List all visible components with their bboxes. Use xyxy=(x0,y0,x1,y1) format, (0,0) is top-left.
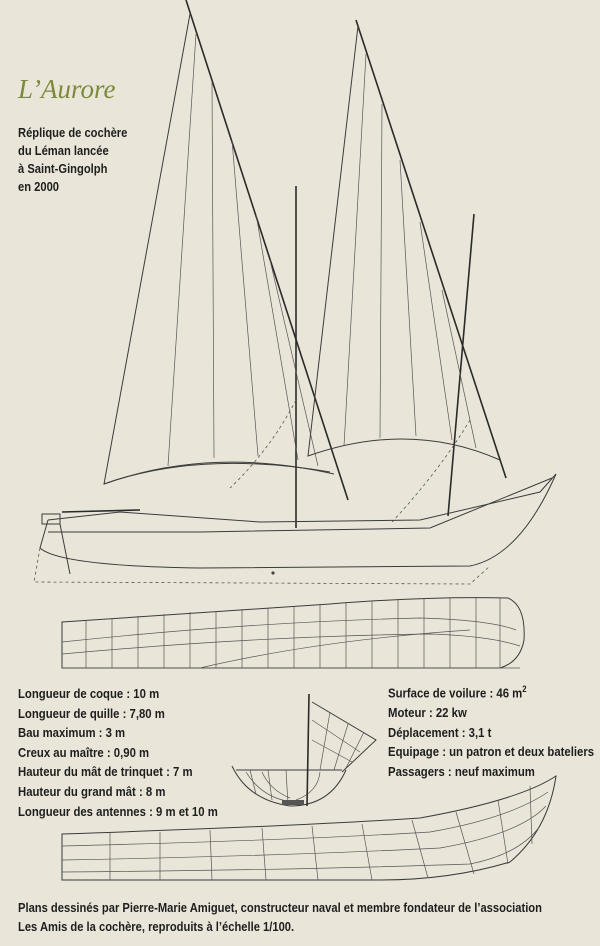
subtitle-line: en 2000 xyxy=(18,179,60,194)
spec-engine: Moteur : 22 kw xyxy=(388,704,467,720)
hull-lines-profile xyxy=(61,597,525,669)
subtitle-line: à Saint-Gingolph xyxy=(18,161,108,176)
spec-foremast-height: Hauteur du mât de trinquet : 7 m xyxy=(18,764,193,780)
spec-antenna-length: Longueur des antennes : 9 m et 10 m xyxy=(18,803,218,819)
subtitle: Réplique de cochère du Léman lancée à Sa… xyxy=(18,124,181,196)
spec-keel-length: Longueur de quille : 7,80 m xyxy=(18,705,165,721)
spec-mainmast-height: Hauteur du grand mât : 8 m xyxy=(18,783,166,799)
spec-crew: Equipage : un patron et deux bateliers xyxy=(388,744,595,760)
hull-sheer xyxy=(47,473,557,523)
credits: Plans dessinés par Pierre-Marie Amiguet,… xyxy=(18,898,542,936)
specs-right: Surface de voilure : 46 m2 Moteur : 22 k… xyxy=(388,680,594,781)
spec-hull-length: Longueur de coque : 10 m xyxy=(18,686,160,701)
subtitle-line: du Léman lancée xyxy=(18,143,109,158)
spec-displacement: Déplacement : 3,1 t xyxy=(388,724,492,740)
credits-line: Les Amis de la cochère, reproduits à l’é… xyxy=(18,919,295,934)
spec-sail-area-label: Surface de voilure : 46 m xyxy=(388,685,523,701)
spec-passengers: Passagers : neuf maximum xyxy=(388,763,535,779)
mainmast xyxy=(447,213,475,517)
main-sail xyxy=(307,25,501,461)
hull-bottom xyxy=(39,473,557,569)
credits-line: Plans dessinés par Pierre-Marie Amiguet,… xyxy=(18,900,542,915)
hull-cross-section xyxy=(231,693,377,807)
main-antenna xyxy=(355,19,507,479)
hull-lines-plan xyxy=(61,774,557,881)
spec-sail-area: Surface de voilure : 46 m2 xyxy=(388,680,594,703)
front-antenna xyxy=(185,0,349,501)
specs-left: Longueur de coque : 10 m Longueur de qui… xyxy=(18,684,218,821)
spec-sail-area-sup: 2 xyxy=(522,684,527,694)
subtitle-line: Réplique de cochère xyxy=(18,125,128,140)
page-title: L’Aurore xyxy=(18,74,116,104)
sail-plan-elevation xyxy=(33,0,557,585)
spec-depth: Creux au maître : 0,90 m xyxy=(18,744,150,760)
spec-beam: Bau maximum : 3 m xyxy=(18,725,126,741)
